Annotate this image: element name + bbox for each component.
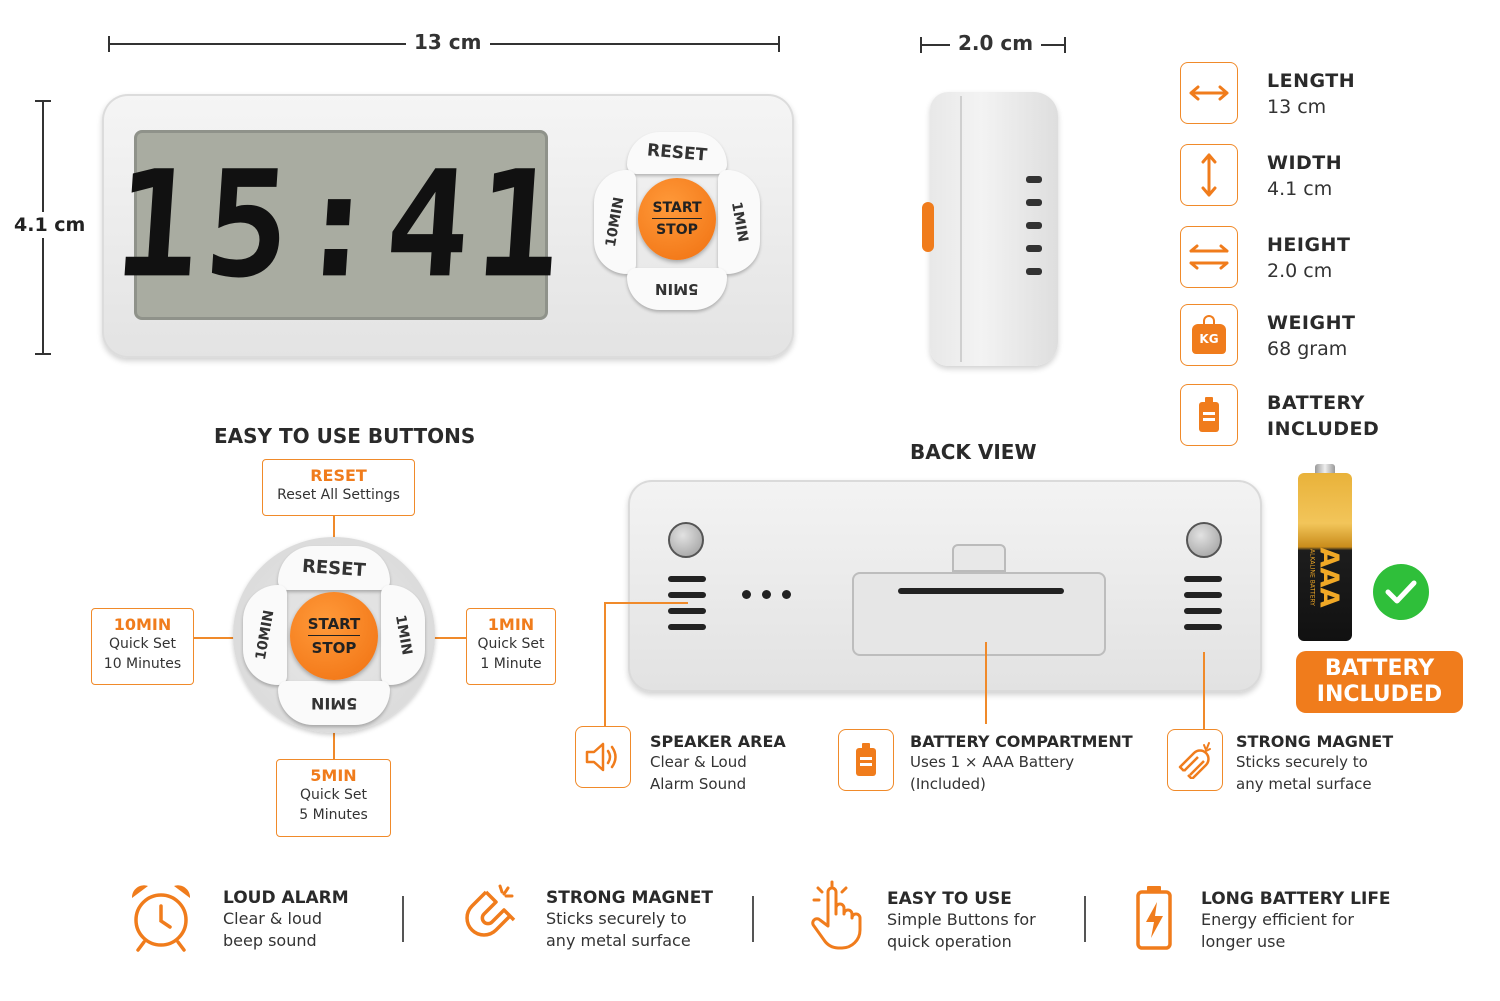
closeup-reset-label: RESET	[301, 555, 367, 581]
left-screw	[668, 522, 704, 558]
five-min-connector	[333, 730, 335, 759]
speaker-icon	[575, 726, 631, 788]
stop-label: STOP	[656, 222, 698, 238]
double-arrow-icon	[1180, 226, 1238, 288]
closeup-five-min-label: 5MIN	[310, 693, 358, 713]
battery-compartment-cover[interactable]	[852, 572, 1106, 656]
alarm-clock-icon	[126, 880, 196, 956]
battery-callout-line	[985, 642, 987, 724]
depth-arrow-left	[920, 37, 922, 53]
start-stop-button[interactable]: START STOP	[638, 178, 716, 260]
easy-to-use-item: EASY TO USE Simple Buttons for quick ope…	[887, 889, 1036, 951]
side-body	[930, 92, 1058, 366]
depth-dimension-label: 2.0 cm	[950, 31, 1042, 55]
kg-label: KG	[1199, 332, 1219, 346]
reset-button-label: RESET	[646, 140, 708, 166]
lcd-display: 15:41	[110, 130, 572, 320]
one-min-callout: 1MIN Quick Set 1 Minute	[466, 608, 556, 685]
battery-compartment-icon	[838, 729, 894, 791]
reset-button[interactable]: RESET	[627, 132, 727, 174]
front-button-cluster: RESET 10MIN 1MIN 5MIN START STOP	[592, 132, 762, 312]
one-min-button-label: 1MIN	[727, 200, 751, 244]
easy-buttons-title: EASY TO USE BUTTONS	[214, 424, 476, 448]
loud-alarm-item: LOUD ALARM Clear & loud beep sound	[223, 888, 349, 950]
aaa-battery: AAA ALKALINE BATTERY	[1298, 464, 1352, 642]
time-readout: 15:41	[109, 139, 573, 311]
bottom-strong-magnet-item: STRONG MAGNET Sticks securely to any met…	[546, 888, 713, 950]
length-arrow-right	[778, 36, 780, 52]
button-cluster-closeup: RESET 10MIN 1MIN 5MIN START STOP	[233, 537, 435, 733]
battery-bolt-icon	[1134, 884, 1174, 954]
indicator-dots	[742, 590, 791, 599]
speaker-callout-line-v	[604, 602, 606, 728]
bottom-divider-3	[1084, 896, 1086, 942]
length-arrow-left	[108, 36, 110, 52]
check-icon	[1373, 564, 1429, 620]
battery-included-badge: BATTERY INCLUDED	[1296, 651, 1463, 713]
battery-cover-tab	[952, 544, 1006, 572]
timer-back	[628, 480, 1262, 692]
timer-front: 15:41 RESET 10MIN 1MIN 5MIN START STOP	[102, 94, 794, 358]
left-speaker-grille	[668, 576, 706, 630]
strong-magnet-feature: STRONG MAGNET Sticks securely to any met…	[1236, 732, 1394, 793]
five-min-button-label: 5MIN	[655, 280, 699, 298]
closeup-reset-button[interactable]: RESET	[278, 546, 390, 590]
reset-callout: RESET Reset All Settings	[262, 459, 415, 516]
ten-min-callout: 10MIN Quick Set 10 Minutes	[91, 608, 194, 685]
ten-min-connector	[194, 637, 234, 639]
back-view-title: BACK VIEW	[910, 440, 1037, 464]
one-min-connector	[432, 637, 466, 639]
ten-min-button[interactable]: 10MIN	[594, 170, 636, 274]
horizontal-arrow-icon	[1180, 62, 1238, 124]
five-min-callout: 5MIN Quick Set 5 Minutes	[276, 759, 391, 837]
speaker-area-feature: SPEAKER AREA Clear & Loud Alarm Sound	[650, 732, 786, 793]
kg-weight-icon: KG	[1180, 304, 1238, 366]
magnet-icon	[1167, 729, 1223, 791]
closeup-five-min-button[interactable]: 5MIN	[278, 681, 390, 725]
side-vents	[1026, 176, 1042, 276]
five-min-button[interactable]: 5MIN	[627, 268, 727, 310]
length-dimension-label: 13 cm	[406, 30, 490, 54]
closeup-ten-min-label: 10MIN	[252, 608, 278, 662]
magnet-callout-line	[1203, 652, 1205, 732]
bottom-magnet-icon	[456, 882, 524, 954]
start-label: START	[652, 200, 702, 219]
bottom-divider-2	[752, 896, 754, 942]
closeup-stop-label: STOP	[311, 639, 357, 657]
right-screw	[1186, 522, 1222, 558]
battery-icon	[1180, 384, 1238, 446]
battery-compartment-feature: BATTERY COMPARTMENT Uses 1 × AAA Battery…	[910, 732, 1133, 793]
side-orange-button	[922, 202, 934, 252]
closeup-one-min-button[interactable]: 1MIN	[381, 585, 425, 685]
battery-aaa-label: AAA	[1313, 546, 1344, 608]
long-battery-life-item: LONG BATTERY LIFE Energy efficient for l…	[1201, 889, 1391, 951]
right-speaker-grille	[1184, 576, 1222, 630]
one-min-button[interactable]: 1MIN	[718, 170, 760, 274]
timer-side-view	[922, 92, 1058, 366]
closeup-start-label: START	[307, 615, 361, 636]
closeup-one-min-label: 1MIN	[391, 613, 415, 657]
closeup-start-stop-button[interactable]: START STOP	[290, 592, 378, 680]
height-arrow-bottom	[35, 353, 51, 355]
tap-hand-icon	[806, 880, 866, 954]
speaker-callout-line-h	[604, 602, 688, 604]
battery-alkaline-label: ALKALINE BATTERY	[1308, 548, 1316, 606]
bottom-divider-1	[402, 896, 404, 942]
height-arrow-top	[35, 100, 51, 102]
side-divider	[960, 96, 962, 362]
ten-min-button-label: 10MIN	[602, 195, 628, 249]
reset-connector	[333, 516, 335, 546]
vertical-arrow-icon	[1180, 144, 1238, 206]
height-dimension-label: 4.1 cm	[10, 212, 90, 238]
depth-arrow-right	[1064, 37, 1066, 53]
closeup-ten-min-button[interactable]: 10MIN	[243, 585, 287, 685]
